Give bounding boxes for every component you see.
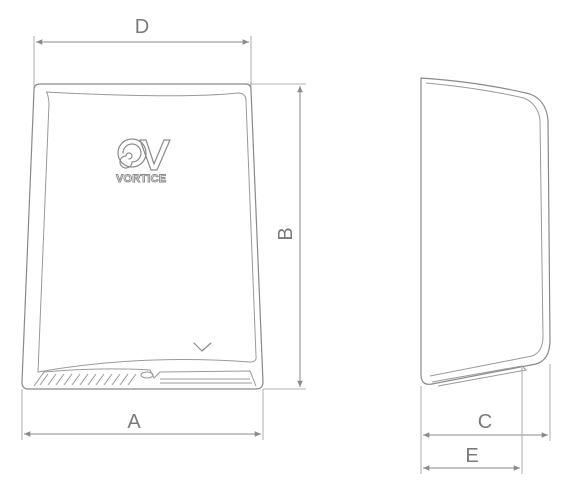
grille-slots [39, 373, 137, 386]
dim-label-e: E [465, 445, 478, 467]
vortice-v-icon [139, 139, 171, 171]
side-view [420, 77, 551, 387]
dim-label-b: B [275, 227, 297, 240]
side-body-outline [420, 77, 551, 385]
dim-label-a: A [127, 411, 141, 433]
front-panel-outline [37, 91, 257, 373]
side-inner-contour [425, 82, 544, 377]
front-body-outline [21, 83, 264, 390]
side-outlet [431, 365, 528, 387]
dimensions: D B A C E [21, 16, 551, 474]
chevron-down-icon [193, 342, 212, 352]
vortice-spiral-icon [117, 138, 147, 169]
logo-brand-text: VORTICE [116, 173, 166, 185]
bottom-grille [33, 368, 257, 387]
front-view: VORTICE [21, 83, 264, 390]
vortice-logo: VORTICE [116, 138, 171, 185]
dim-label-d: D [135, 16, 149, 38]
dim-label-c: C [478, 411, 492, 433]
